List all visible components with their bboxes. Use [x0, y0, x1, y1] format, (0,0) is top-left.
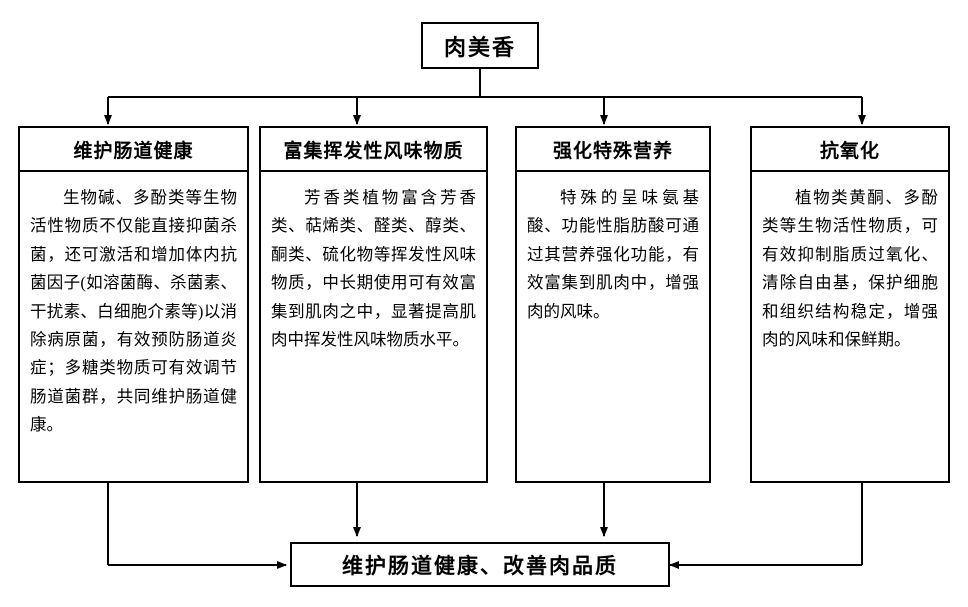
column-2-header: 富集挥发性风味物质	[261, 128, 486, 172]
bottom-box: 维护肠道健康、改善肉品质	[290, 542, 670, 587]
column-3-header: 强化特殊营养	[517, 128, 709, 172]
column-2-body: 芳香类植物富含芳香类、萜烯类、醛类、醇类、酮类、硫化物等挥发性风味物质，中长期使…	[271, 188, 476, 349]
column-3-body: 特殊的呈味氨基酸、功能性脂肪酸可通过其营养强化功能，有效富集到肌肉中，增强肉的风…	[527, 188, 699, 321]
column-1-body: 生物碱、多酚类等生物活性物质不仅能直接抑菌杀菌，还可激活和增加体内抗菌因子(如溶…	[30, 188, 237, 434]
title-box-label: 肉美香	[443, 34, 516, 60]
column-4-body: 植物类黄酮、多酚类等生物活性物质，可有效抑制脂质过氧化、清除自由基，保护细胞和组…	[762, 188, 938, 349]
column-4-header: 抗氧化	[752, 128, 948, 172]
column-box-1: 维护肠道健康 生物碱、多酚类等生物活性物质不仅能直接抑菌杀菌，还可激活和增加体内…	[18, 126, 249, 483]
column-box-3: 强化特殊营养 特殊的呈味氨基酸、功能性脂肪酸可通过其营养强化功能，有效富集到肌肉…	[515, 126, 711, 483]
title-box: 肉美香	[421, 22, 539, 69]
column-box-2: 富集挥发性风味物质 芳香类植物富含芳香类、萜烯类、醛类、醇类、酮类、硫化物等挥发…	[259, 126, 488, 483]
column-1-header: 维护肠道健康	[20, 128, 247, 172]
bottom-box-label: 维护肠道健康、改善肉品质	[342, 553, 618, 578]
column-box-4: 抗氧化 植物类黄酮、多酚类等生物活性物质，可有效抑制脂质过氧化、清除自由基，保护…	[750, 126, 950, 483]
